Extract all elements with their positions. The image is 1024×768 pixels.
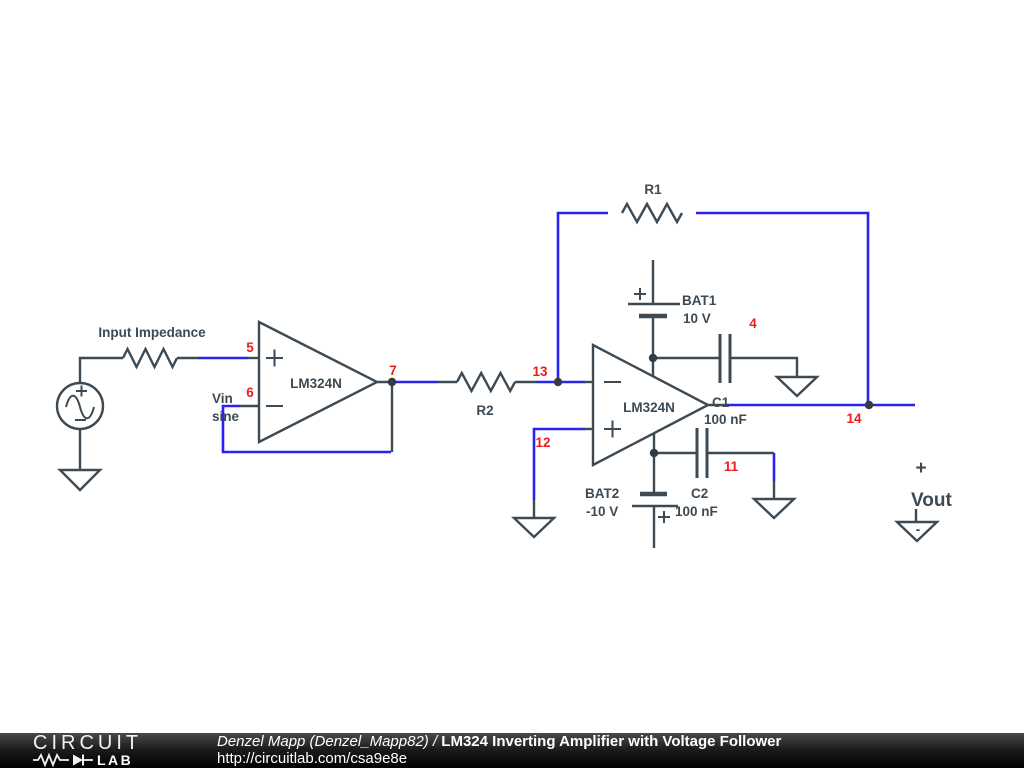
vout-terminal[interactable]: + Vout - [893,458,952,543]
resistor-zigzag [121,346,179,370]
wire-node12-to-ground[interactable] [532,427,585,500]
voltage-source-vin[interactable]: Vin sine [55,381,240,431]
vin-label: Vin [212,391,233,406]
resistor-zigzag [620,201,684,225]
vout-ground-icon [893,520,941,543]
author-credit: Denzel Mapp (Denzel_Mapp82) / [217,733,442,750]
node-label-4: 4 [749,316,757,331]
node-dot-7 [387,377,397,387]
lead-source-top [78,356,123,383]
sine-wave-icon [65,394,95,420]
resistor-diode-icon [33,752,93,768]
resistor-r1[interactable]: R1 [620,182,684,225]
resistor-zigzag [455,370,517,394]
opamp1-label: LM324N [290,376,342,391]
r2-label: R2 [476,403,493,418]
ground-icon-node12 [510,516,558,539]
node-dot-13 [553,377,563,387]
circuit-title: LM324 Inverting Amplifier with Voltage F… [441,733,782,750]
footer-bar: CIRCUIT LAB Denzel Mapp (Denzel_Mapp82) … [0,733,1024,768]
input-impedance-label: Input Impedance [98,325,206,340]
c2-label: C2 [691,486,708,501]
wire-opamp1-feedback[interactable] [221,404,391,454]
capacitor-c2[interactable]: C2 100 nF [675,428,718,519]
resistor-r2[interactable]: R2 [455,370,517,418]
opamp-triangle [257,320,380,444]
circuitlab-logo: CIRCUIT LAB [33,733,185,768]
opamp-1[interactable]: LM324N [257,320,380,444]
footer-meta: Denzel Mapp (Denzel_Mapp82) / LM324 Inve… [217,733,782,767]
opamp-triangle [591,343,711,467]
ground-icon-source [57,468,103,492]
vout-label: Vout [911,490,952,511]
bat2-value: -10 V [586,504,618,519]
node-label-6: 6 [246,385,254,400]
vout-plus-label: + [915,458,926,479]
circuitlab-logo-lab: LAB [97,752,134,768]
capacitor-c1[interactable]: C1 100 nF [704,334,747,427]
node-dot-14 [864,400,874,410]
node-label-7: 7 [389,363,397,378]
c1-label: C1 [712,395,730,410]
c1-value: 100 nF [704,412,747,427]
node-dot-vminus [649,448,659,458]
ground-icon-c2 [750,497,798,520]
node-label-14: 14 [846,411,862,426]
node-numbers: 5 6 7 13 12 4 14 11 [246,316,862,474]
vout-minus-label: - [916,522,921,537]
node-label-11: 11 [724,459,739,474]
lead-c1-right [731,356,799,377]
circuitlab-logo-text: CIRCUIT [33,732,143,754]
battery-bat1[interactable]: BAT1 10 V [628,288,717,326]
resistor-input-impedance[interactable]: Input Impedance [98,325,206,370]
wires-blue[interactable] [198,211,915,500]
vin-type-label: sine [212,409,240,424]
wire-r1-right[interactable] [696,211,870,405]
bat1-label: BAT1 [682,293,717,308]
component-leads [78,260,799,548]
circuit-schematic: Vin sine Input Impedance LM324N R2 R1 LM… [55,182,952,548]
battery-bat2[interactable]: BAT2 -10 V [585,486,678,523]
ground-symbols [57,375,821,539]
junction-dots [387,353,874,458]
node-label-13: 13 [532,364,548,379]
opamp-2[interactable]: LM324N [591,343,711,467]
wire-r1-left[interactable] [556,211,608,382]
node-dot-vplus [648,353,658,363]
c2-value: 100 nF [675,504,718,519]
bat1-value: 10 V [683,311,711,326]
node-label-12: 12 [535,435,550,450]
r1-label: R1 [644,182,662,197]
node-label-5: 5 [246,340,254,355]
ground-icon-c1 [773,375,821,398]
opamp2-label: LM324N [623,400,675,415]
circuit-url-link[interactable]: http://circuitlab.com/csa9e8e [217,749,408,767]
bat2-label: BAT2 [585,486,619,501]
